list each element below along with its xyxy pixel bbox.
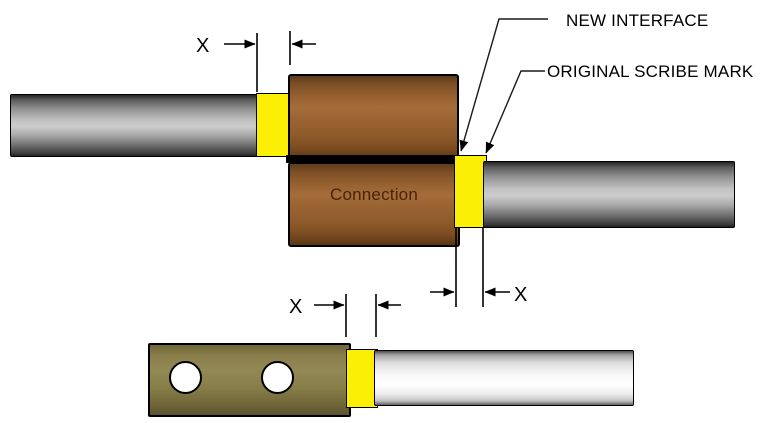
left-scribe-band [256,93,292,157]
lug-bolt-hole-left [169,361,202,394]
new-interface-line [286,155,459,163]
new-interface-leader [459,18,548,152]
lug-scribe-band [346,349,378,408]
lug-conductor-rod [374,350,634,406]
left-conductor-rod [10,94,260,157]
new-interface-label: NEW INTERFACE [566,11,709,30]
original-scribe-mark-leader [485,70,545,154]
connector-lower-half: Connection [288,162,460,247]
dimension-x-top-label: X [196,35,210,57]
right-conductor-rod [483,161,735,228]
right-scribe-band [454,155,487,228]
dimension-x-right-label: X [514,284,528,306]
connection-label: Connection [329,185,418,204]
original-scribe-mark-label: ORIGINAL SCRIBE MARK [547,62,754,81]
dimension-x-bottom-label: X [289,296,303,318]
lug-body [148,343,351,417]
dimension-marker-bottom [314,294,401,337]
connector-upper-half [288,74,459,161]
lug-bolt-hole-right [261,361,294,394]
